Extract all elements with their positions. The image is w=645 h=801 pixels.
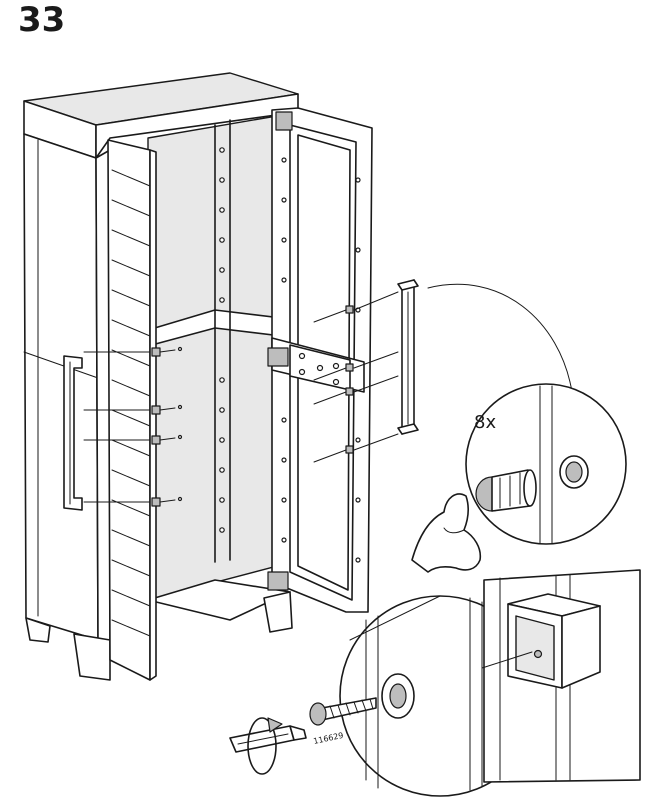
hand-icon xyxy=(411,493,482,573)
screw-icon xyxy=(309,697,377,726)
handle-end-detail xyxy=(481,569,641,783)
door-handle-icon xyxy=(63,355,83,511)
screw-icon xyxy=(83,346,183,507)
open-door-illustration xyxy=(267,107,373,613)
quantity-label: 8x xyxy=(474,412,496,433)
peg-detail-callout: 8x xyxy=(411,283,627,573)
cabinet-illustration xyxy=(23,72,301,681)
step-number: 33 xyxy=(18,0,66,40)
screw-icon xyxy=(313,291,399,463)
plastic-peg-icon xyxy=(475,469,537,512)
clockwise-rotation-icon xyxy=(247,717,283,775)
door-handle-icon xyxy=(397,279,419,435)
part-number-label: 116629 xyxy=(313,731,345,746)
screwdriver-icon xyxy=(229,725,307,753)
